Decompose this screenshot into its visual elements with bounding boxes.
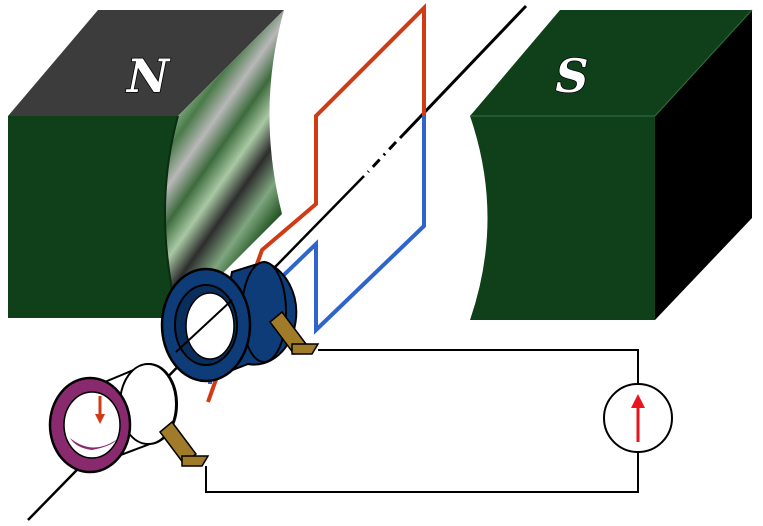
meter-needle-arrow-icon — [631, 394, 645, 408]
front-brush — [268, 310, 320, 356]
north-magnet-top — [8, 10, 284, 116]
south-magnet-face — [470, 116, 655, 320]
external-circuit — [205, 349, 673, 493]
south-pole-label: S — [555, 49, 588, 103]
galvanometer — [603, 383, 673, 453]
rear-brush — [158, 420, 210, 467]
south-magnet-side — [655, 10, 752, 320]
front-slip-ring — [160, 260, 298, 383]
circuit-top-wire — [318, 349, 639, 384]
south-magnet: S — [470, 9, 753, 320]
north-magnet-face — [8, 116, 178, 318]
rear-slip-ring — [48, 362, 178, 474]
circuit-bottom-wire — [205, 452, 639, 493]
north-pole-label: N — [125, 49, 171, 103]
north-pole-face — [165, 10, 284, 318]
south-magnet-top — [470, 10, 752, 116]
